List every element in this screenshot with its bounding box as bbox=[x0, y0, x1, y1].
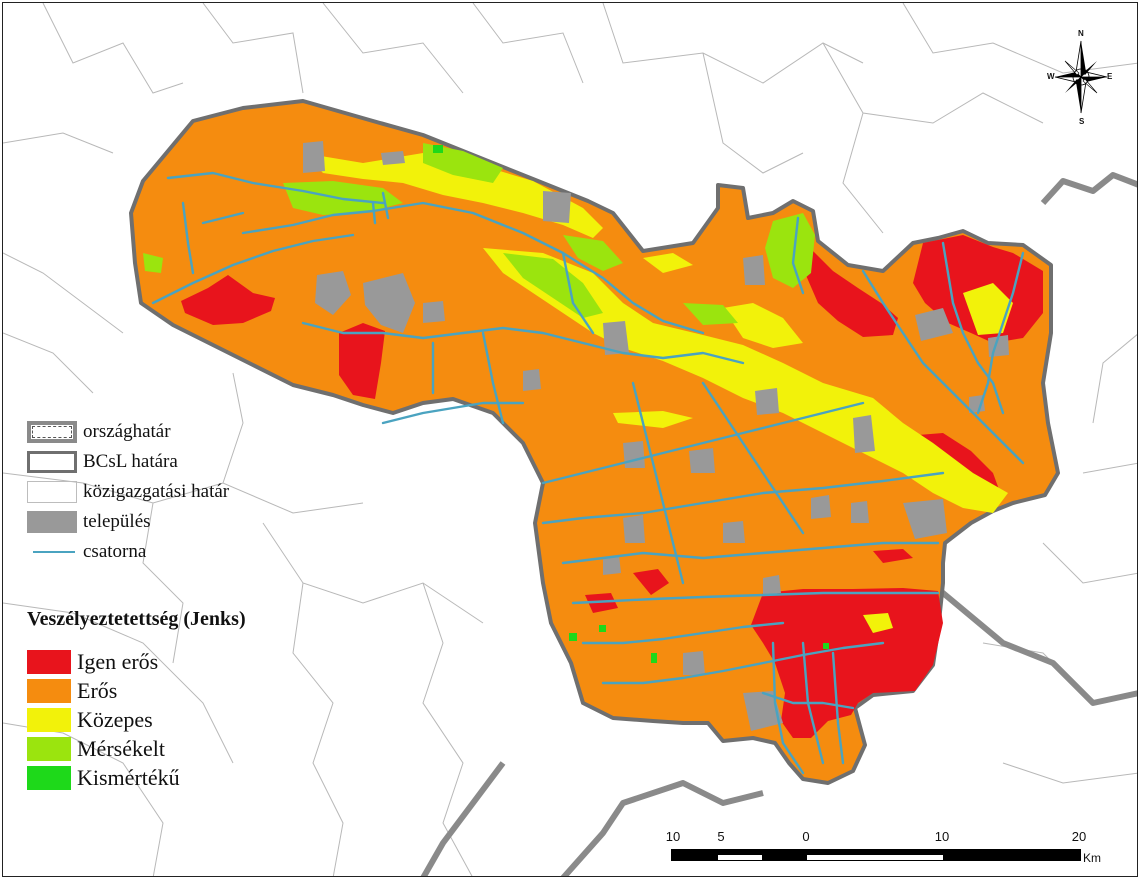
class-kozepes-areas bbox=[303, 153, 1013, 633]
canal-symbol bbox=[27, 541, 77, 563]
compass-north-label: N bbox=[1078, 29, 1084, 38]
legend-row-kozepes: Közepes bbox=[27, 707, 153, 733]
compass-west-label: W bbox=[1047, 72, 1055, 81]
scale-tick-label: 0 bbox=[802, 829, 810, 844]
eros-swatch bbox=[27, 679, 71, 703]
legend-title: Veszélyeztetettség (Jenks) bbox=[27, 608, 246, 630]
country-border-line bbox=[420, 172, 1137, 876]
legend-row-igen-eros: Igen erős bbox=[27, 649, 158, 675]
legend-label-kozepes: Közepes bbox=[77, 707, 153, 732]
igen-eros-swatch bbox=[27, 650, 71, 674]
compass-star-icon bbox=[1054, 40, 1108, 114]
scale-bar: 10 5 0 10 20 Km bbox=[666, 829, 1101, 869]
legend-label-igen-eros: Igen erős bbox=[77, 649, 159, 674]
map-canvas bbox=[3, 3, 1137, 876]
legend-label-canal: csatorna bbox=[83, 541, 147, 562]
compass-east-label: E bbox=[1107, 72, 1113, 81]
legend-label-eros: Erős bbox=[77, 678, 118, 703]
legend-row-mersekelt: Mérsékelt bbox=[27, 736, 165, 762]
canal-network bbox=[151, 171, 1025, 775]
compass-south-label: S bbox=[1079, 117, 1085, 126]
scale-tick-label: 5 bbox=[717, 829, 725, 844]
legend-row-study-border: BCsL határa bbox=[27, 451, 178, 473]
settlement-symbol bbox=[27, 511, 77, 533]
kozepes-swatch bbox=[27, 708, 71, 732]
legend-label-country-border: országhatár bbox=[83, 421, 171, 442]
legend-row-canal: csatorna bbox=[27, 541, 146, 563]
mersekelt-swatch bbox=[27, 737, 71, 761]
kismerteku-swatch bbox=[27, 766, 71, 790]
study-border-symbol bbox=[27, 451, 77, 473]
settlement-polygons bbox=[303, 141, 1009, 731]
admin-border-symbol bbox=[27, 481, 77, 503]
legend-label-mersekelt: Mérsékelt bbox=[77, 736, 165, 761]
legend-row-admin-border: közigazgatási határ bbox=[27, 481, 229, 503]
scale-tick-label: 10 bbox=[665, 829, 681, 844]
legend-row-eros: Erős bbox=[27, 678, 117, 704]
scale-tick-label: 10 bbox=[934, 829, 950, 844]
legend-row-kismerteku: Kismértékű bbox=[27, 765, 180, 791]
scale-unit-label: Km bbox=[1083, 851, 1101, 865]
scale-tick-label: 20 bbox=[1071, 829, 1087, 844]
country-border-symbol bbox=[27, 421, 77, 443]
compass-rose-icon: N S E W bbox=[1047, 25, 1113, 129]
legend-label-settlement: település bbox=[83, 511, 151, 532]
legend-row-settlement: település bbox=[27, 511, 151, 533]
legend-row-country-border: országhatár bbox=[27, 421, 171, 443]
class-kismerteku-areas bbox=[433, 145, 829, 663]
scale-bar-segments bbox=[671, 849, 1081, 861]
legend-label-admin-border: közigazgatási határ bbox=[83, 481, 230, 502]
legend-label-study-border: BCsL határa bbox=[83, 451, 178, 472]
legend-label-kismerteku: Kismértékű bbox=[77, 765, 180, 790]
